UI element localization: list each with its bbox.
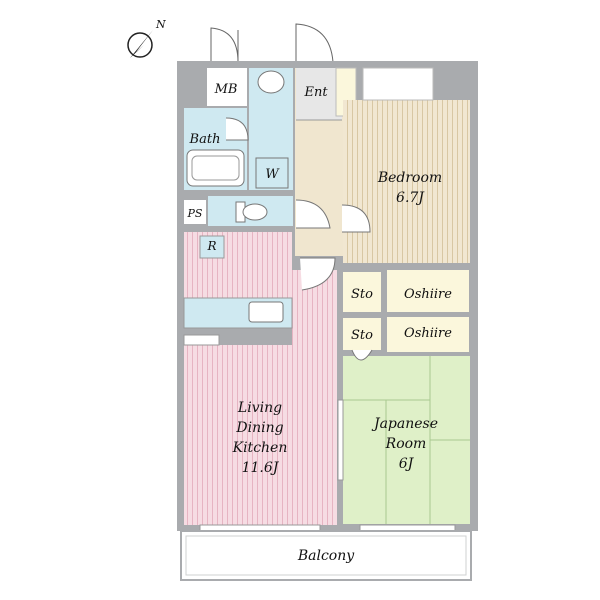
sto-2 — [343, 318, 381, 350]
oshiire-2-label: Oshiire — [404, 326, 452, 341]
balcony-label: Balcony — [297, 548, 355, 564]
mb-closet — [207, 68, 247, 106]
bath-label: Bath — [189, 132, 221, 147]
oshiire-1-label: Oshiire — [404, 287, 452, 302]
japanese-size: 6J — [399, 456, 415, 472]
compass: N — [127, 18, 166, 58]
sink-icon — [257, 70, 285, 94]
ldk-floor-lower — [184, 345, 337, 525]
entrance-step — [296, 68, 342, 120]
sto-door-swing — [351, 349, 373, 361]
bedroom-door-swing — [341, 204, 371, 233]
bedroom-window — [362, 67, 434, 101]
hall-door-swing — [295, 199, 331, 229]
japanese-label-2: Room — [385, 436, 427, 452]
oshiire-1 — [387, 270, 469, 312]
ldk-label-2: Dining — [235, 420, 283, 436]
toilet-bowl-icon — [242, 203, 268, 221]
bathtub-inner — [191, 155, 240, 181]
kitchen-sink-icon — [248, 301, 284, 323]
ps-label: PS — [187, 207, 203, 220]
w-label: W — [265, 167, 280, 182]
bedroom-label: Bedroom — [377, 170, 442, 186]
ps-shaft — [184, 200, 206, 224]
compass-letter: N — [155, 18, 166, 31]
bedroom-size: 6.7J — [396, 190, 425, 206]
balcony-rail — [185, 535, 467, 576]
ldk-size: 11.6J — [242, 460, 280, 476]
bathtub — [186, 149, 245, 187]
ent-label: Ent — [303, 85, 328, 100]
refrigerator-space — [199, 235, 225, 259]
entrance-door-swing — [295, 23, 334, 63]
north-arrow-icon — [130, 30, 153, 58]
japanese-sliding-door — [337, 399, 344, 481]
tatami-lines — [343, 356, 470, 524]
sto-2-label: Sto — [351, 328, 373, 343]
kitchen-shelf — [183, 334, 220, 346]
oshiire-2 — [387, 317, 469, 352]
balcony — [180, 530, 472, 581]
washer-space — [255, 157, 289, 189]
ldk-door-swing — [300, 257, 336, 291]
mb-label: MB — [214, 82, 238, 97]
ldk-label-3: Kitchen — [232, 440, 288, 456]
sto-1 — [343, 272, 381, 312]
mb-door-swing — [210, 27, 239, 63]
sto-1-label: Sto — [351, 287, 373, 302]
r-label: R — [206, 239, 216, 253]
bath-door-swing — [225, 117, 249, 141]
compass-circle — [127, 32, 153, 58]
ldk-label-1: Living — [237, 400, 282, 416]
bedroom — [343, 100, 470, 263]
japanese-label-1: Japanese — [371, 416, 438, 432]
